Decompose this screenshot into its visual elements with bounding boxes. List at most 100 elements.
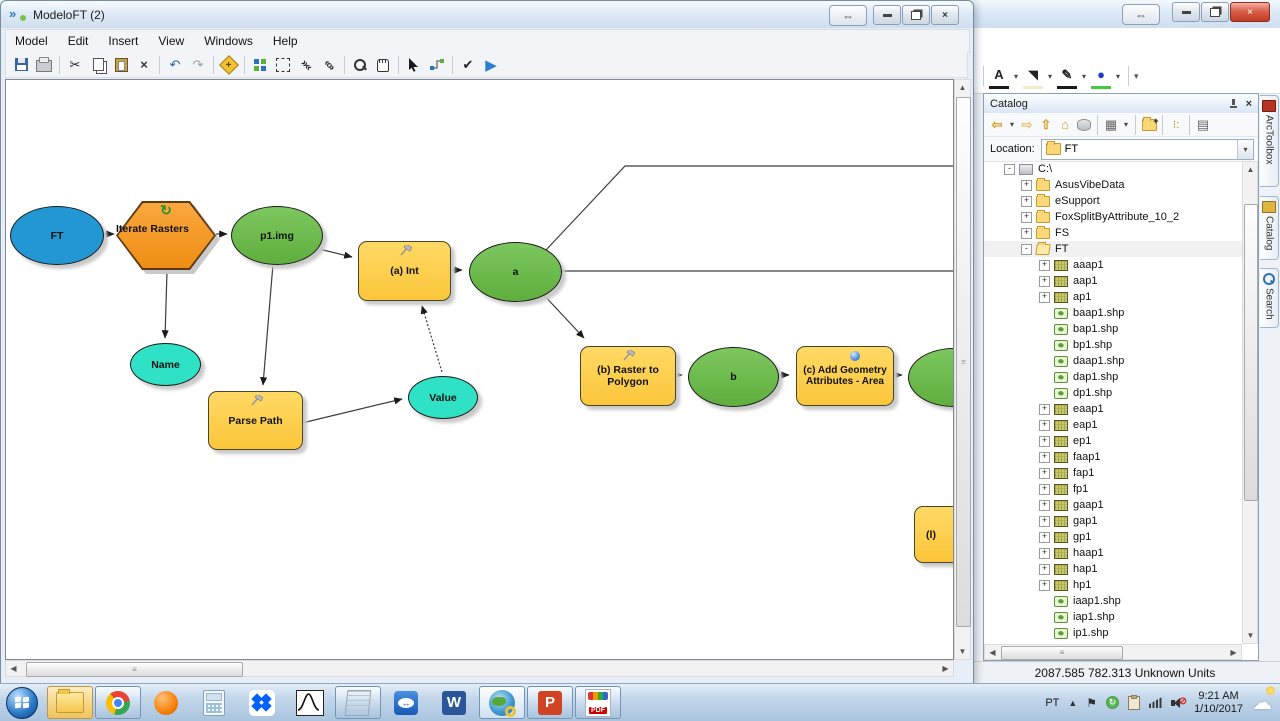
expander-icon[interactable]: + <box>1039 531 1050 543</box>
model-variable-a[interactable]: a <box>469 242 562 302</box>
default-geodatabase-button[interactable] <box>1075 115 1093 135</box>
tree-view-button[interactable]: ⁝: <box>1172 119 1180 131</box>
scrollbar-thumb[interactable]: ≡ <box>956 97 971 627</box>
menu-view[interactable]: View <box>158 34 185 48</box>
tree-item[interactable]: daap1.shp <box>984 353 1242 369</box>
scrollbar-thumb[interactable]: ≡ <box>1001 646 1123 660</box>
tree-item[interactable]: +fap1 <box>984 465 1242 481</box>
tree-item[interactable]: +gap1 <box>984 513 1242 529</box>
taskbar-arcmap-button[interactable] <box>479 686 525 719</box>
chevron-down-icon[interactable]: ▾ <box>1009 120 1014 129</box>
model-variable-name[interactable]: Name <box>130 343 201 386</box>
tree-item[interactable]: +FoxSplitByAttribute_10_2 <box>984 209 1242 225</box>
zoom-button[interactable] <box>349 54 371 76</box>
add-data-button[interactable]: + <box>218 54 240 76</box>
model-tool-partial[interactable]: (l) <box>914 506 953 563</box>
redo-button[interactable]: ↷ <box>192 56 204 72</box>
clock[interactable]: 9:21 AM 1/10/2017 <box>1194 690 1243 716</box>
tab-arctoolbox[interactable]: ArcToolbox <box>1260 95 1279 187</box>
start-button[interactable] <box>6 686 38 719</box>
tree-item[interactable]: +eap1 <box>984 417 1242 433</box>
tree-item[interactable]: bp1.shp <box>984 337 1242 353</box>
tree-item[interactable]: baap1.shp <box>984 305 1242 321</box>
expander-icon[interactable]: + <box>1039 419 1050 431</box>
tree-item[interactable]: +eSupport <box>984 193 1242 209</box>
expander-icon[interactable]: + <box>1021 211 1032 223</box>
close-icon[interactable]: × <box>1245 97 1252 110</box>
minimize-button[interactable] <box>1172 2 1200 22</box>
auto-layout-button[interactable] <box>249 54 271 76</box>
validate-button[interactable]: ✔ <box>462 56 474 72</box>
back-button[interactable]: ⇦ <box>991 116 1003 132</box>
menu-help[interactable]: Help <box>272 34 298 48</box>
scrollbar-thumb[interactable] <box>1244 204 1258 501</box>
pin-icon[interactable] <box>1229 99 1238 108</box>
model-tool-raster-to-polygon[interactable]: (b) Raster to Polygon <box>580 346 676 406</box>
tree-item-current[interactable]: -FT <box>984 241 1242 257</box>
volume-muted-icon[interactable]: ⊘ <box>1171 696 1187 709</box>
tree-item[interactable]: +gaap1 <box>984 497 1242 513</box>
taskbar-powerpoint-button[interactable]: P <box>527 686 573 719</box>
scroll-down-icon[interactable]: ▼ <box>1246 631 1255 640</box>
close-button[interactable]: × <box>1230 2 1270 22</box>
expander-icon[interactable]: + <box>1039 499 1050 511</box>
minimize-button[interactable] <box>873 5 901 25</box>
full-extent-button[interactable] <box>272 54 294 76</box>
tree-item[interactable]: iaap1.shp <box>984 593 1242 609</box>
toolbar-overflow-button[interactable]: ▾ <box>1134 70 1139 81</box>
model-variable-value[interactable]: Value <box>408 376 478 419</box>
undo-button[interactable]: ↶ <box>169 56 181 72</box>
expander-icon[interactable]: + <box>1039 467 1050 479</box>
scroll-left-icon[interactable]: ◀ <box>989 648 996 657</box>
arcmap-swap-button[interactable]: ⇔ <box>1122 4 1160 25</box>
action-center-flag-icon[interactable]: ⚑ <box>1086 695 1098 710</box>
expander-icon[interactable]: + <box>1039 563 1050 575</box>
expander-icon[interactable]: + <box>1039 515 1050 527</box>
expander-icon[interactable]: + <box>1039 259 1050 271</box>
expander-icon[interactable]: + <box>1039 579 1050 591</box>
tree-item[interactable]: dp1.shp <box>984 385 1242 401</box>
tree-item[interactable]: +FS <box>984 225 1242 241</box>
tree-item[interactable]: bap1.shp <box>984 321 1242 337</box>
taskbar-chrome-button[interactable] <box>95 686 141 719</box>
model-iterator-rasters[interactable]: ↻ Iterate Rasters <box>116 201 220 274</box>
connect-button[interactable] <box>426 54 448 76</box>
expander-icon[interactable]: + <box>1021 195 1032 207</box>
scroll-up-icon[interactable]: ▲ <box>958 83 967 92</box>
expander-icon[interactable]: + <box>1039 483 1050 495</box>
save-button[interactable] <box>10 54 32 76</box>
menu-insert[interactable]: Insert <box>108 34 139 48</box>
chevron-down-icon[interactable]: ▾ <box>1123 120 1128 129</box>
tree-item[interactable]: iap1.shp <box>984 609 1242 625</box>
model-variable-ft[interactable]: FT <box>10 206 104 265</box>
tree-item[interactable]: +gp1 <box>984 529 1242 545</box>
tree-item[interactable]: ip1.shp <box>984 625 1242 641</box>
up-one-level-button[interactable]: ⇧ <box>1040 116 1052 132</box>
contents-view-button[interactable]: ▦ <box>1104 116 1118 132</box>
swap-button[interactable]: ⇔ <box>829 5 867 26</box>
forward-button[interactable]: ⇨ <box>1021 116 1033 132</box>
tree-item[interactable]: +ap1 <box>984 289 1242 305</box>
taskbar-notepad-button[interactable] <box>335 686 381 719</box>
expander-icon[interactable]: + <box>1021 179 1032 191</box>
tree-item[interactable]: +haap1 <box>984 545 1242 561</box>
menu-edit[interactable]: Edit <box>67 34 89 48</box>
catalog-vertical-scrollbar[interactable]: ▲ ▼ <box>1242 161 1258 644</box>
model-variable-b[interactable]: b <box>688 347 779 407</box>
chevron-down-icon[interactable]: ▾ <box>1081 71 1086 81</box>
expander-icon[interactable]: + <box>1039 275 1050 287</box>
taskbar-dropbox-button[interactable] <box>239 686 285 719</box>
fixed-zoom-in-button[interactable]: »« <box>295 54 317 76</box>
tree-item[interactable]: +eaap1 <box>984 401 1242 417</box>
taskbar-explorer-button[interactable] <box>47 686 93 719</box>
cut-button[interactable]: ✂ <box>64 54 86 76</box>
tree-item[interactable]: +ep1 <box>984 433 1242 449</box>
model-tool-parse-path[interactable]: Parse Path <box>208 391 303 450</box>
tree-item[interactable]: +hap1 <box>984 561 1242 577</box>
expander-icon[interactable]: - <box>1004 163 1015 175</box>
expander-icon[interactable]: + <box>1039 547 1050 559</box>
tree-item[interactable]: -C:\ <box>984 161 1242 177</box>
select-button[interactable] <box>403 54 425 76</box>
tree-item[interactable]: dap1.shp <box>984 369 1242 385</box>
marker-color-button[interactable]: ● <box>1091 64 1111 89</box>
